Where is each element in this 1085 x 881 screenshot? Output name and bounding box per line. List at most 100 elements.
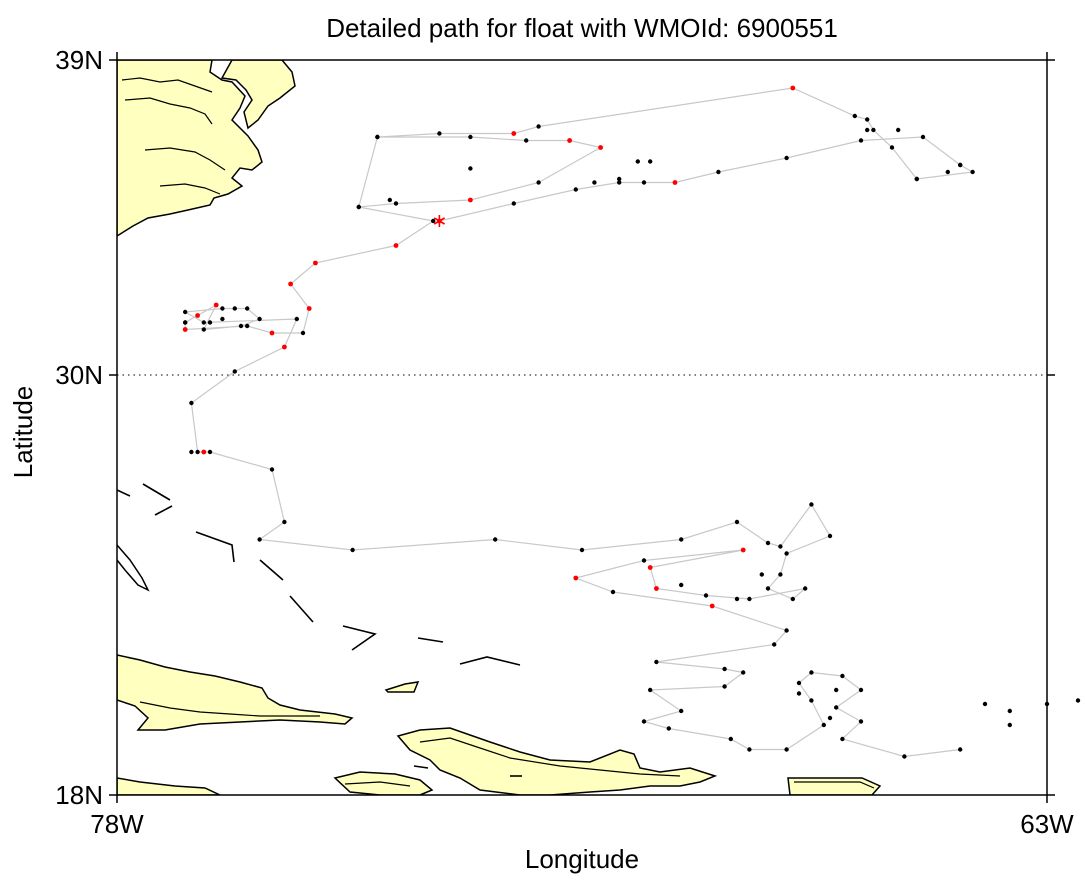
profile-point — [865, 127, 870, 133]
profile-point-flagged — [195, 313, 201, 318]
profile-point-flagged — [468, 197, 473, 203]
profile-point-flagged — [672, 180, 678, 185]
profile-point — [679, 582, 684, 588]
profile-point — [982, 701, 988, 707]
profile-point — [387, 197, 392, 203]
profile-point — [902, 754, 907, 759]
profile-point — [765, 586, 771, 591]
profile-point — [759, 572, 764, 577]
profile-point-flagged — [288, 281, 293, 287]
profile-point — [195, 449, 200, 455]
land-puerto-rico — [787, 777, 882, 795]
profile-point-flagged — [201, 449, 207, 455]
profile-point — [958, 747, 963, 752]
profile-point — [858, 138, 864, 143]
profile-point — [703, 593, 709, 598]
profile-point-flagged — [573, 575, 579, 581]
x-tick-label: 78W — [90, 809, 144, 839]
chart-title: Detailed path for float with WMOId: 6900… — [326, 13, 838, 43]
profile-point-flagged — [269, 330, 275, 336]
profile-point-flagged — [313, 260, 318, 266]
profile-point — [269, 467, 275, 472]
profile-point — [189, 449, 194, 455]
profile-point — [734, 596, 740, 602]
x-tick-label: 63W — [1020, 809, 1074, 839]
profile-point — [431, 218, 436, 224]
profile-point — [536, 180, 541, 185]
start-marker-icon — [433, 215, 445, 227]
land-bahamas-andros — [117, 544, 150, 592]
land-hispaniola — [396, 727, 718, 795]
profile-point — [183, 320, 188, 325]
profile-point — [282, 519, 287, 525]
profile-point — [493, 537, 498, 542]
profile-point-flagged — [740, 547, 746, 553]
profile-point-flagged — [182, 327, 188, 332]
x-axis-label: Longitude — [525, 844, 639, 874]
profile-point — [840, 736, 845, 742]
profile-point — [375, 134, 380, 140]
profile-point — [511, 201, 516, 206]
profile-point — [747, 596, 752, 602]
profile-point — [356, 204, 361, 210]
profile-point — [809, 698, 814, 703]
profile-point — [858, 719, 864, 724]
profile-point — [920, 134, 926, 140]
profile-point — [809, 502, 814, 507]
profile-point — [827, 533, 833, 539]
y-tick-label: 18N — [55, 780, 103, 810]
profile-point-flagged — [393, 243, 399, 248]
profile-point — [245, 306, 250, 311]
profile-point — [220, 306, 225, 311]
land-south-edge-west — [117, 777, 221, 795]
profile-point-flagged — [790, 85, 796, 91]
profile-point-flagged — [598, 145, 603, 150]
profile-point — [654, 659, 659, 665]
profile-point — [232, 306, 237, 311]
profile-point — [865, 117, 870, 122]
land-masses — [117, 60, 882, 795]
land-us-east-coast — [117, 60, 263, 237]
profile-point — [741, 670, 746, 675]
profile-point — [896, 127, 901, 133]
profile-point — [852, 113, 857, 119]
profile-point — [840, 673, 845, 679]
profile-point — [648, 687, 653, 693]
float-trajectory — [183, 87, 975, 758]
profile-point — [821, 722, 826, 728]
profile-point — [914, 176, 919, 182]
profile-point — [958, 162, 963, 168]
profile-point — [1075, 698, 1081, 703]
profile-point — [889, 145, 895, 150]
land-cuba — [117, 654, 354, 731]
profile-point-flagged — [709, 603, 715, 609]
profile-point — [679, 537, 684, 542]
profile-point — [796, 680, 802, 686]
profile-point — [617, 176, 622, 182]
profile-point — [393, 201, 399, 206]
profile-point — [573, 187, 578, 192]
profile-point — [437, 131, 442, 136]
profile-point — [238, 323, 244, 329]
profile-point-flagged — [282, 344, 287, 350]
profile-point — [778, 572, 783, 577]
profile-point — [734, 519, 740, 525]
profile-point — [201, 320, 206, 325]
profile-point-flagged — [647, 565, 653, 570]
land-delmarva — [220, 60, 296, 130]
profile-point — [666, 726, 671, 731]
land-inagua — [384, 681, 420, 693]
profile-point — [809, 670, 814, 675]
profile-point — [648, 159, 653, 164]
profile-point — [220, 316, 225, 322]
float-path-layer — [183, 87, 975, 758]
profile-point — [232, 369, 237, 374]
y-tick-label: 30N — [55, 360, 103, 390]
profile-point-flagged — [654, 586, 659, 591]
profile-point — [350, 547, 355, 553]
start-marker-layer — [433, 215, 445, 227]
profile-point — [536, 124, 541, 129]
profile-point — [784, 628, 789, 633]
